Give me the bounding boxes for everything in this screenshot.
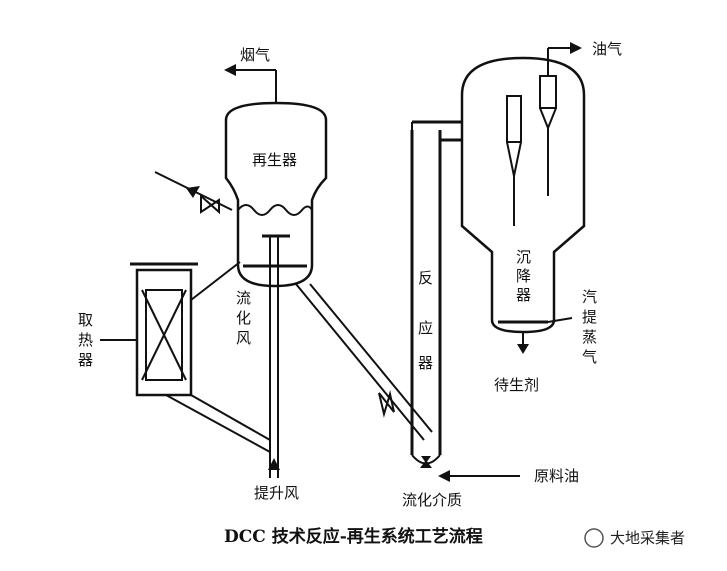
- oil-gas-label: 油气: [592, 40, 622, 58]
- stripping-steam-label-4: 气: [582, 348, 597, 366]
- figure-caption: DCC 技术反应-再生系统工艺流程: [224, 526, 483, 547]
- lift-air-label: 提升风: [254, 484, 299, 502]
- regenerator-inlet-line: [154, 171, 233, 215]
- regenerator-vessel: [224, 64, 328, 288]
- stripping-steam-label-1: 汽: [582, 288, 597, 306]
- wechat-icon: [584, 528, 604, 548]
- settler-label-3: 器: [516, 286, 531, 304]
- heat-remover-label-1: 取: [78, 311, 93, 329]
- fluidizing-medium-label: 流化介质: [402, 491, 462, 509]
- heat-remover: [100, 261, 271, 453]
- fluid-air-label-3: 风: [236, 329, 251, 347]
- settler-label-2: 降: [516, 267, 531, 285]
- lift-air-line: [268, 236, 280, 478]
- heat-remover-label-3: 器: [78, 351, 93, 369]
- flue-gas-label: 烟气: [240, 46, 270, 64]
- stripping-steam-label-3: 蒸: [582, 328, 597, 346]
- watermark-text: 大地采集者: [610, 529, 685, 547]
- stripping-steam-label-2: 提: [582, 308, 597, 326]
- watermark: 大地采集者: [584, 528, 685, 548]
- reactor-label-2: 应: [418, 319, 433, 337]
- heat-remover-label-2: 热: [78, 331, 93, 349]
- settler-vessel: [460, 42, 586, 354]
- fluid-air-label-1: 流: [236, 289, 251, 307]
- settler-label-1: 沉: [516, 248, 531, 266]
- reactor-label-3: 器: [418, 354, 433, 372]
- fluid-air-label-2: 化: [236, 309, 251, 327]
- reactor-label-1: 反: [418, 269, 433, 287]
- regenerator-label: 再生器: [252, 151, 297, 169]
- feed-oil-label: 原料油: [534, 467, 579, 485]
- spent-catalyst-label: 待生剂: [494, 376, 539, 394]
